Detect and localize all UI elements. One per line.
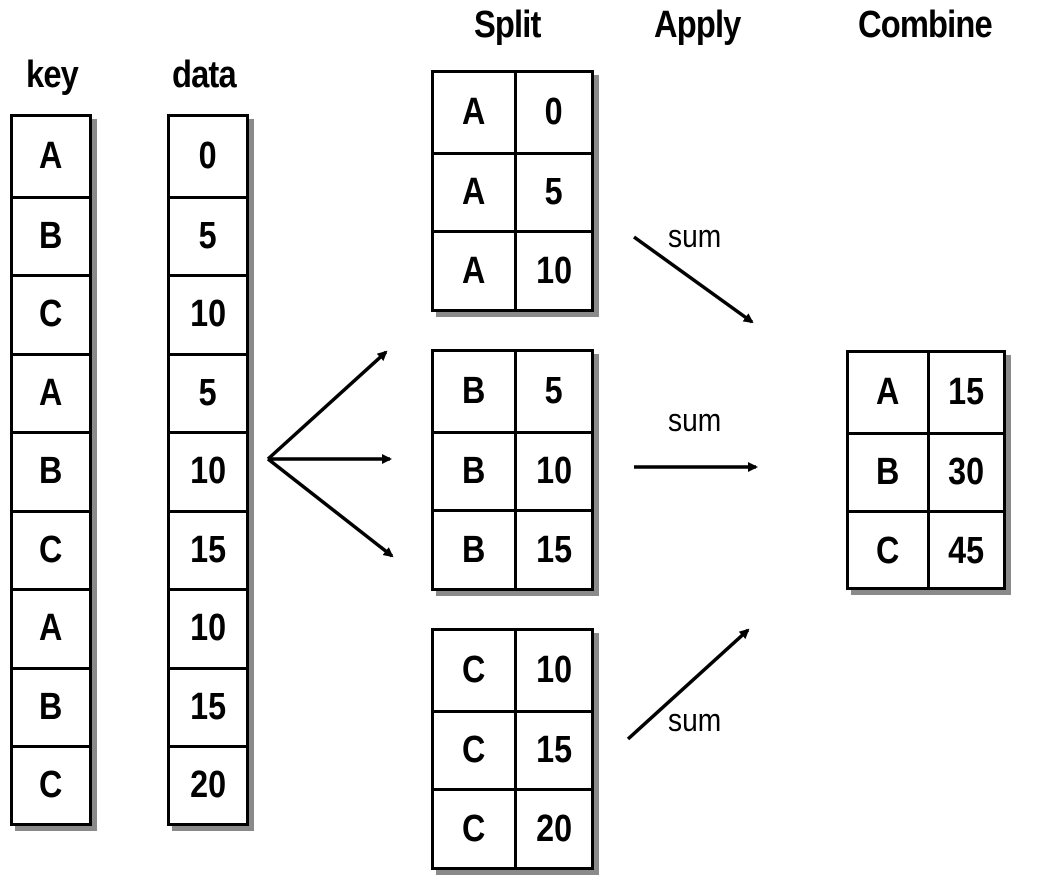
data-row: 0: [170, 117, 246, 196]
data-header: data: [172, 54, 237, 96]
combined-value-cell: 30: [948, 451, 985, 494]
combine-header: Combine: [858, 4, 993, 46]
group-value-cell: 10: [536, 450, 572, 493]
group-value-cell: 5: [545, 369, 563, 412]
data-row: 5: [170, 352, 246, 432]
apply-arrow-c: [626, 628, 750, 741]
combined-value-cell: 15: [948, 370, 985, 413]
key-row: A: [13, 117, 89, 196]
group-key-cell: A: [462, 249, 486, 292]
group-value-cell: 15: [536, 729, 572, 772]
group-row: C 10: [434, 631, 591, 710]
apply-header: Apply: [654, 4, 741, 46]
data-cell: 20: [190, 764, 226, 807]
data-cell: 10: [190, 607, 226, 650]
group-row: A 0: [434, 73, 591, 152]
data-row: 10: [170, 588, 246, 667]
group-key-cell: C: [462, 729, 486, 772]
group-value-cell: 20: [536, 807, 572, 850]
data-row: 15: [170, 666, 246, 746]
data-cell: 15: [190, 528, 226, 571]
group-value-cell: 5: [545, 171, 563, 214]
key-cell: B: [39, 450, 63, 493]
key-cell: A: [39, 134, 63, 177]
group-value-cell: 10: [536, 249, 572, 292]
key-row: A: [13, 352, 89, 432]
combined-row: B 30: [849, 431, 1003, 511]
combined-key-cell: C: [876, 529, 900, 572]
data-cell: 10: [190, 293, 226, 336]
combined-key-cell: A: [876, 370, 900, 413]
key-cell: A: [39, 371, 63, 414]
key-cell: A: [39, 607, 63, 650]
key-cell: B: [39, 214, 63, 257]
group-row: A 5: [434, 151, 591, 231]
key-column: A B C A B C A B C: [10, 114, 92, 826]
combined-table: A 15 B 30 C 45: [846, 350, 1006, 590]
apply-label-c: sum: [668, 702, 722, 738]
group-row: C 15: [434, 709, 591, 789]
combined-row: A 15: [849, 353, 1003, 432]
data-cell: 5: [199, 371, 217, 414]
data-row: 10: [170, 431, 246, 510]
key-row: B: [13, 666, 89, 746]
key-cell: C: [39, 764, 63, 807]
apply-label-b: sum: [668, 402, 722, 438]
data-cell: 5: [199, 214, 217, 257]
group-row: B 10: [434, 430, 591, 510]
key-cell: C: [39, 293, 63, 336]
group-row: A 10: [434, 230, 591, 310]
group-value-cell: 0: [545, 90, 563, 133]
combined-value-cell: 45: [948, 529, 985, 572]
key-row: C: [13, 274, 89, 353]
group-key-cell: B: [462, 369, 486, 412]
group-key-cell: B: [462, 450, 486, 493]
group-row: B 15: [434, 509, 591, 589]
key-header: key: [26, 54, 79, 96]
apply-label-a: sum: [668, 218, 722, 254]
combined-row: C 45: [849, 510, 1003, 590]
key-cell: C: [39, 528, 63, 571]
group-row: C 20: [434, 788, 591, 868]
group-key-cell: A: [462, 171, 486, 214]
combined-key-cell: B: [876, 451, 900, 494]
data-cell: 10: [190, 450, 226, 493]
data-row: 15: [170, 509, 246, 589]
data-row: 5: [170, 195, 246, 275]
group-key-cell: C: [462, 807, 486, 850]
data-row: 10: [170, 274, 246, 353]
group-value-cell: 10: [536, 648, 572, 691]
group-row: B 5: [434, 352, 591, 431]
key-row: A: [13, 588, 89, 667]
key-row: B: [13, 431, 89, 510]
split-header: Split: [474, 4, 541, 46]
key-cell: B: [39, 685, 63, 728]
data-cell: 0: [199, 134, 217, 177]
split-group-a: A 0 A 5 A 10: [431, 70, 594, 312]
split-group-b: B 5 B 10 B 15: [431, 349, 594, 591]
group-key-cell: A: [462, 90, 486, 133]
split-arrow-c: [266, 457, 394, 558]
apply-arrow-a: [632, 235, 754, 324]
split-group-c: C 10 C 15 C 20: [431, 628, 594, 870]
data-cell: 15: [190, 685, 226, 728]
group-key-cell: C: [462, 648, 486, 691]
key-row: C: [13, 745, 89, 824]
data-column: 0 5 10 5 10 15 10 15 20: [167, 114, 249, 826]
group-key-cell: B: [462, 528, 486, 571]
split-arrow-a: [266, 350, 388, 461]
data-row: 20: [170, 745, 246, 824]
key-row: B: [13, 195, 89, 275]
key-row: C: [13, 509, 89, 589]
group-value-cell: 15: [536, 528, 572, 571]
